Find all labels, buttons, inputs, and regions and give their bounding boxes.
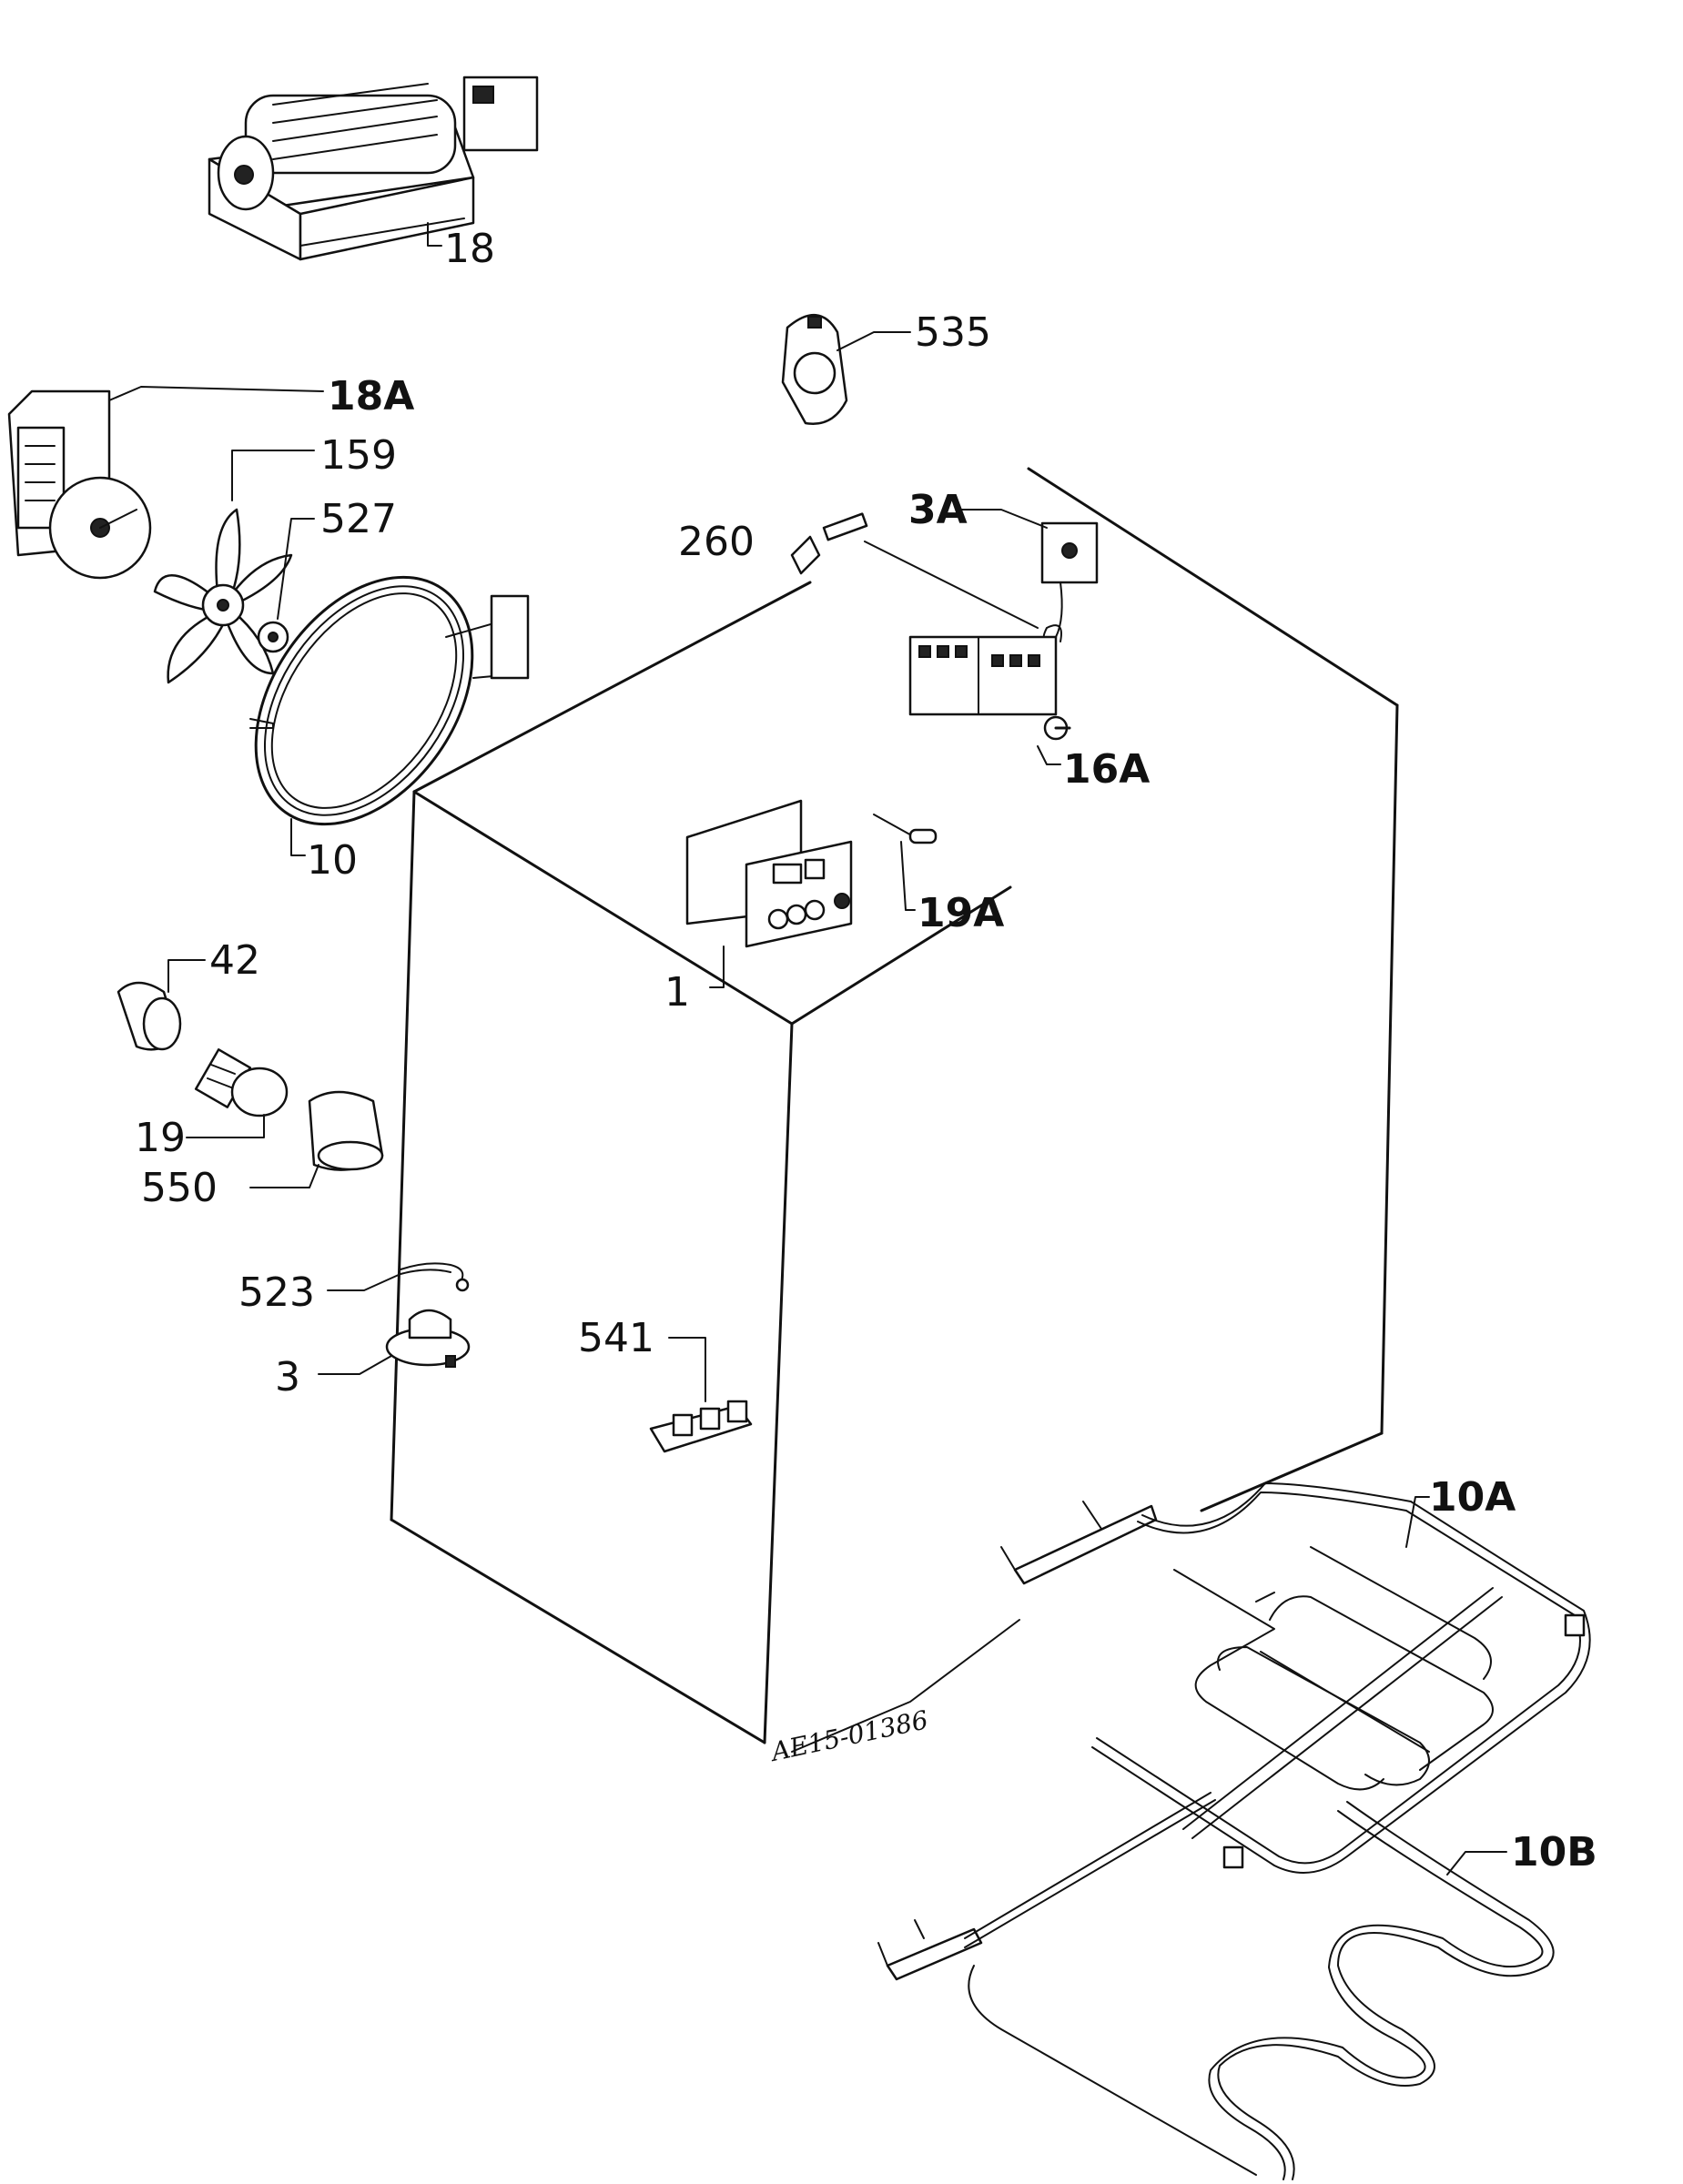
part-535	[781, 313, 848, 425]
leader-523	[327, 1273, 401, 1291]
label-18: 18	[444, 226, 495, 272]
label-10A: 10A	[1429, 1474, 1516, 1521]
wire-clip-part-523	[400, 1262, 470, 1292]
leader-10	[290, 818, 306, 856]
reference-code: AE15-01386	[766, 1704, 931, 1767]
leader-10B	[1446, 1851, 1507, 1876]
oven-cavity	[390, 467, 1399, 1744]
leader-550	[249, 1164, 319, 1188]
leader-535	[836, 331, 911, 351]
label-535: 535	[915, 309, 991, 356]
fan-motor-part-18A	[7, 389, 152, 580]
bottom-element-part-10B	[877, 1792, 1555, 2180]
neon-indicator-part-19A	[873, 814, 938, 844]
fan-blade-part-159	[153, 508, 293, 684]
label-3: 3	[275, 1354, 300, 1400]
thermostat-part-3A	[1040, 521, 1099, 642]
leader-1	[709, 945, 725, 988]
tangential-fan-part-18	[208, 76, 539, 261]
label-16A: 16A	[1063, 746, 1150, 793]
leader-19	[186, 1114, 265, 1138]
leader-3A	[959, 509, 1048, 529]
label-541: 541	[578, 1315, 654, 1361]
label-3A: 3A	[908, 487, 968, 533]
lamp-cover-part-550	[308, 1090, 384, 1171]
label-527: 527	[320, 496, 397, 542]
leader-elements	[791, 1619, 1020, 1753]
label-159: 159	[320, 432, 397, 479]
label-10: 10	[307, 837, 358, 884]
label-1: 1	[664, 969, 690, 1016]
selector-switch-part-16A	[908, 635, 1071, 741]
leader-159	[231, 450, 315, 501]
label-10B: 10B	[1511, 1829, 1597, 1876]
nut-part-527	[257, 621, 289, 653]
leader-19A	[900, 841, 916, 911]
leader-3	[318, 1355, 392, 1375]
capillary-part-260	[790, 512, 1039, 629]
terminal-block-part-541	[649, 1400, 753, 1453]
label-260: 260	[678, 519, 755, 565]
leader-42	[167, 959, 206, 993]
timer-part-1	[685, 799, 853, 948]
leader-18	[427, 222, 442, 247]
label-18A: 18A	[328, 373, 414, 420]
leader-541	[668, 1337, 706, 1402]
lamp-bulb-part-19	[194, 1048, 289, 1117]
label-523: 523	[238, 1269, 315, 1316]
label-42: 42	[209, 937, 260, 984]
label-19: 19	[135, 1115, 186, 1161]
lamp-holder-part-42	[117, 981, 182, 1051]
grill-element-part-10A	[1000, 1482, 1591, 1874]
label-19A: 19A	[918, 890, 1004, 936]
label-550: 550	[141, 1165, 218, 1211]
safety-thermostat-part-3	[385, 1309, 471, 1368]
leader-16A	[1037, 745, 1061, 765]
circular-element-part-10	[249, 575, 530, 826]
leader-10A	[1405, 1496, 1430, 1548]
leader-18A	[108, 386, 324, 401]
leader-527	[277, 518, 315, 620]
